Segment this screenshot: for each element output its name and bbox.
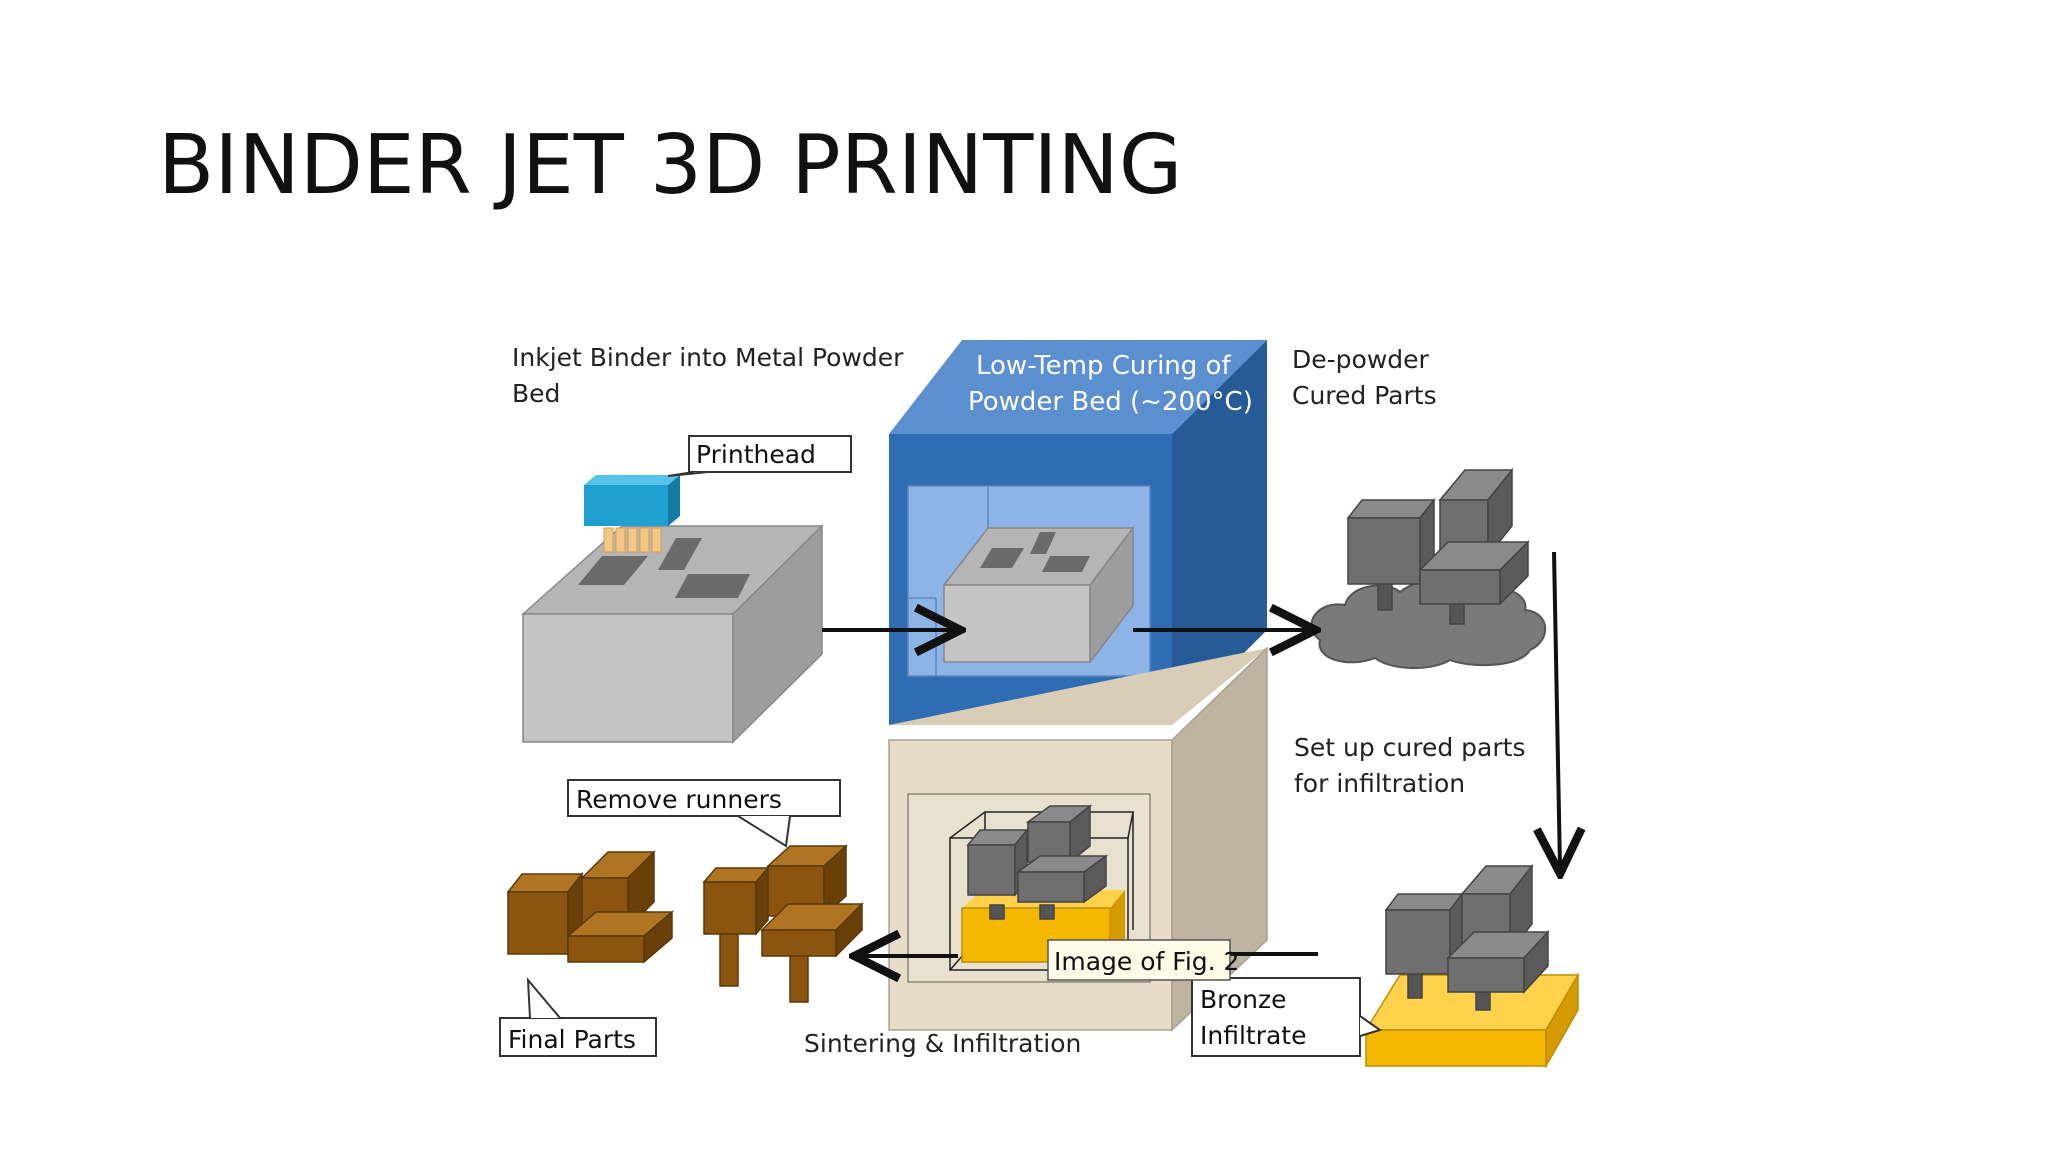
furnace-top (889, 648, 1267, 725)
depowder-stage: De-powder Cured Parts (1292, 345, 1547, 669)
bed-slice-3 (675, 574, 750, 598)
curing-bed-front (943, 584, 1091, 663)
bronze-label-line1: Bronze (1200, 985, 1287, 1014)
final-parts-callout: Final Parts (499, 977, 657, 1057)
printhead-label: Printhead (696, 440, 816, 469)
printhead-top (584, 475, 680, 485)
stage5-label: Sintering & Infiltration (804, 1029, 1081, 1058)
bed-slice-2 (658, 538, 702, 570)
final-parts-label: Final Parts (508, 1025, 636, 1054)
printhead-side (668, 475, 680, 526)
tooltip-label: Image of Fig. 2 (1054, 947, 1239, 976)
final-parts (506, 850, 675, 964)
stage1-label-line1: Inkjet Binder into Metal Powder (512, 343, 904, 372)
printhead-callout: Printhead (667, 435, 852, 477)
stage3-label-line2: Cured Parts (1292, 381, 1437, 410)
stage2-label-line2: Powder Bed (~200°C) (968, 387, 1253, 417)
runners-parts (702, 844, 864, 1003)
stage4-label-line2: for infiltration (1294, 769, 1465, 798)
cured-parts (1346, 467, 1530, 625)
stage3-label-line1: De-powder (1292, 345, 1430, 374)
remove-runners-callout: Remove runners (567, 779, 841, 848)
remove-runners-label: Remove runners (576, 785, 782, 814)
curing-oven-stage: Low-Temp Curing of Powder Bed (~200°C) (889, 340, 1267, 725)
stage1-label-line2: Bed (512, 379, 560, 408)
furnace-parts (966, 804, 1109, 920)
figure-tooltip: Image of Fig. 2 (1047, 939, 1239, 981)
arrow-depowder-to-setup (1554, 551, 1560, 868)
stage2-label-line1: Low-Temp Curing of (976, 351, 1231, 381)
powder-bed-stage: Inkjet Binder into Metal Powder Bed Prin… (512, 343, 904, 744)
setup-parts (1384, 863, 1550, 1011)
bronze-infiltrate-callout: Bronze Infiltrate (1191, 977, 1383, 1057)
bed-slice-1 (578, 556, 648, 585)
powder-bed-side (732, 524, 823, 744)
powder-bed-front (522, 613, 734, 743)
oven-top (889, 340, 1267, 434)
furnace-side (1171, 646, 1268, 1032)
printhead-front (584, 485, 668, 526)
binder-jets (603, 527, 662, 553)
infiltration-setup-stage: Set up cured parts for infiltration Bron… (1191, 733, 1580, 1069)
stage4-label-line1: Set up cured parts (1294, 733, 1525, 762)
slide-title: BINDER JET 3D PRINTING (158, 118, 1183, 213)
bronze-label-line2: Infiltrate (1200, 1021, 1307, 1050)
curing-bed-side (1089, 525, 1134, 665)
